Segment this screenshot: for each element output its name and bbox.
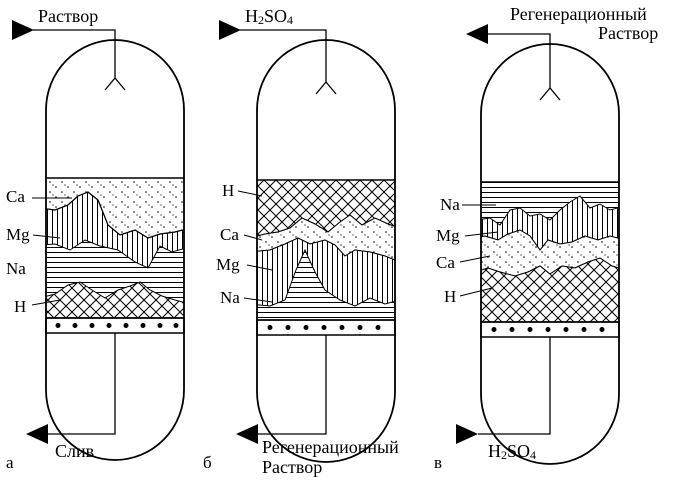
layer-h xyxy=(46,281,184,318)
distributor-a xyxy=(104,76,126,91)
inlet-pipe-c xyxy=(488,33,551,88)
outlet-label-b-line1: Регенерационный xyxy=(262,437,399,457)
outlet-arrow-b xyxy=(236,424,258,444)
layer-label-c-4: H xyxy=(444,287,456,306)
inlet-pipe-a xyxy=(33,29,116,78)
layer-mg-b xyxy=(257,237,395,307)
vessel-b xyxy=(256,39,396,463)
distributor-c xyxy=(539,86,561,101)
column-a-layers xyxy=(46,178,184,318)
support-plate-b-holes xyxy=(267,325,381,330)
inlet-label-a: Раствор xyxy=(38,6,98,26)
column-letter-c: в xyxy=(434,453,442,472)
outlet-label-c: H2SO4 xyxy=(488,441,536,462)
column-b-layers xyxy=(257,180,395,320)
support-plate-a-holes xyxy=(55,323,179,328)
column-c-layers xyxy=(481,182,619,322)
column-letter-b: б xyxy=(203,453,212,472)
vessel-a xyxy=(45,39,185,461)
support-plate-c-holes xyxy=(491,327,605,332)
layer-label-a-1: Ca xyxy=(6,187,25,206)
layer-h-c xyxy=(481,257,619,322)
column-letter-a: а xyxy=(6,453,14,472)
distributor-b xyxy=(315,80,337,95)
column-b: H2SO4 Регенерационный Раствор б H Ca Mg … xyxy=(203,6,399,477)
outlet-pipe-a xyxy=(48,333,116,435)
layer-label-c-3: Ca xyxy=(436,253,455,272)
column-c: Регенерационный Раствор H2SO4 в Na Mg Ca… xyxy=(434,4,658,472)
inlet-arrow-b xyxy=(219,20,241,40)
layer-label-a-4: H xyxy=(14,297,26,316)
inlet-label-b: H2SO4 xyxy=(245,6,293,27)
layer-label-a-3: Na xyxy=(6,259,26,278)
layer-label-b-3: Mg xyxy=(216,255,240,274)
support-plate-a xyxy=(45,317,185,334)
inlet-arrow-c xyxy=(466,24,488,44)
outlet-pipe-c xyxy=(478,337,551,435)
inlet-label-c-line2: Раствор xyxy=(598,23,658,43)
layer-label-b-1: H xyxy=(222,181,234,200)
layer-ca xyxy=(46,178,184,238)
layer-label-b-2: Ca xyxy=(220,225,239,244)
outlet-arrow-a xyxy=(26,424,48,444)
vessel-c xyxy=(480,43,620,465)
layer-label-b-4: Na xyxy=(220,288,240,307)
outlet-label-a: Слив xyxy=(55,441,94,461)
layer-label-c-1: Na xyxy=(440,195,460,214)
outlet-arrow-c xyxy=(456,424,478,444)
inlet-arrow-a xyxy=(12,20,34,40)
column-a: Раствор Слив а Ca Mg Na H xyxy=(6,6,185,472)
layer-label-a-2: Mg xyxy=(6,225,30,244)
layer-label-c-2: Mg xyxy=(436,226,460,245)
inlet-label-c-line1: Регенерационный xyxy=(510,4,647,24)
outlet-pipe-b xyxy=(258,335,327,435)
inlet-pipe-b xyxy=(240,29,327,82)
outlet-label-b-line2: Раствор xyxy=(262,457,322,477)
